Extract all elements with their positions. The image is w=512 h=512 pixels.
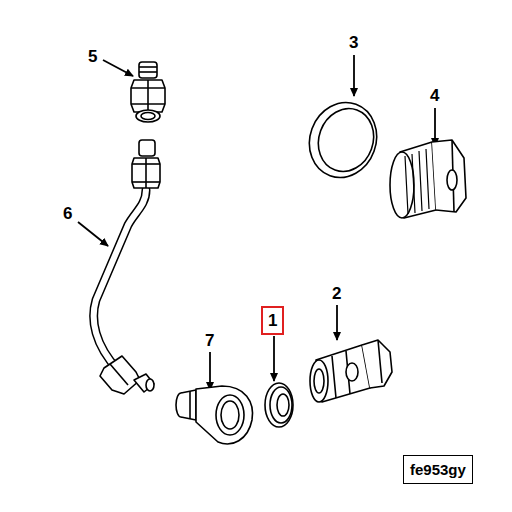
highlight-box: 1	[261, 306, 284, 335]
leader-lines	[78, 55, 435, 390]
banjo-bolt-2	[310, 340, 392, 402]
plug-4	[390, 140, 466, 218]
callout-number: 3	[349, 34, 358, 51]
fitting-5	[131, 62, 165, 122]
callout-number: 2	[332, 285, 341, 302]
tube-nut-top	[132, 140, 160, 188]
callout-number: 5	[88, 48, 97, 65]
banjo-fitting-7	[176, 386, 253, 444]
figure-code: fe953gy	[410, 462, 466, 477]
figure-code-box: fe953gy	[403, 455, 473, 484]
callout-number: 1	[268, 312, 277, 329]
tube-nut-bottom	[100, 356, 154, 394]
tube-6	[94, 190, 146, 370]
callout-number: 7	[205, 332, 214, 349]
washer-1	[265, 383, 293, 427]
callout-number: 4	[430, 87, 439, 104]
washer-3	[299, 93, 387, 187]
callout-number: 6	[63, 205, 72, 222]
